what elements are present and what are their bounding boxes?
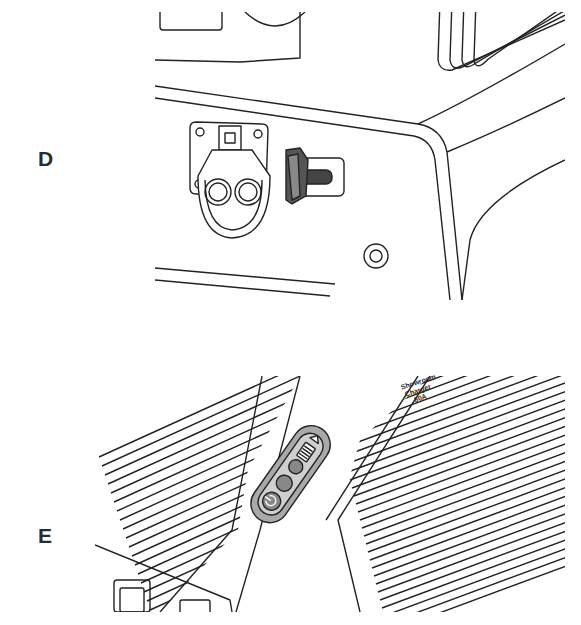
fin-stroke	[120, 420, 340, 520]
fin-stroke	[450, 12, 565, 68]
fin-stroke	[382, 508, 565, 608]
fin-stroke	[366, 444, 565, 544]
fin-stroke	[372, 468, 565, 568]
fin-stroke	[135, 465, 355, 565]
fin-stroke	[364, 436, 565, 536]
fin-stroke	[462, 12, 565, 67]
fin-stroke	[138, 474, 358, 574]
fin-stroke	[99, 376, 319, 457]
panel-letter: E	[38, 524, 52, 548]
panel-e	[95, 376, 565, 612]
fin-stroke	[356, 404, 565, 504]
product-name: Showroom Charger 80A	[400, 375, 436, 407]
fin-stroke	[360, 420, 565, 520]
fin-stroke	[376, 484, 565, 584]
fin-stroke	[117, 411, 337, 511]
fin-stroke	[126, 438, 346, 538]
fin-stroke	[96, 376, 316, 448]
fin-stroke	[384, 516, 565, 612]
fin-stroke	[346, 376, 565, 464]
fin-stroke	[438, 12, 565, 70]
fin-stroke	[362, 428, 565, 528]
fin-stroke	[388, 532, 565, 612]
power-socket	[190, 122, 270, 238]
panel-letter: D	[38, 147, 53, 171]
control-panel	[243, 418, 337, 530]
fin-stroke	[374, 476, 565, 576]
fin-stroke	[386, 524, 565, 612]
panel-d	[155, 12, 565, 300]
fin-stroke	[344, 376, 565, 456]
fin-stroke	[332, 376, 565, 408]
fin-stroke	[153, 519, 373, 612]
fin-stroke	[150, 510, 370, 610]
fin-stroke	[368, 452, 565, 552]
fin-stroke	[95, 376, 310, 430]
fin-stroke	[474, 12, 565, 66]
usb-port	[286, 148, 344, 204]
fin-stroke	[358, 412, 565, 512]
fin-stroke	[370, 460, 565, 560]
fin-stroke	[132, 456, 352, 556]
button	[364, 244, 388, 268]
